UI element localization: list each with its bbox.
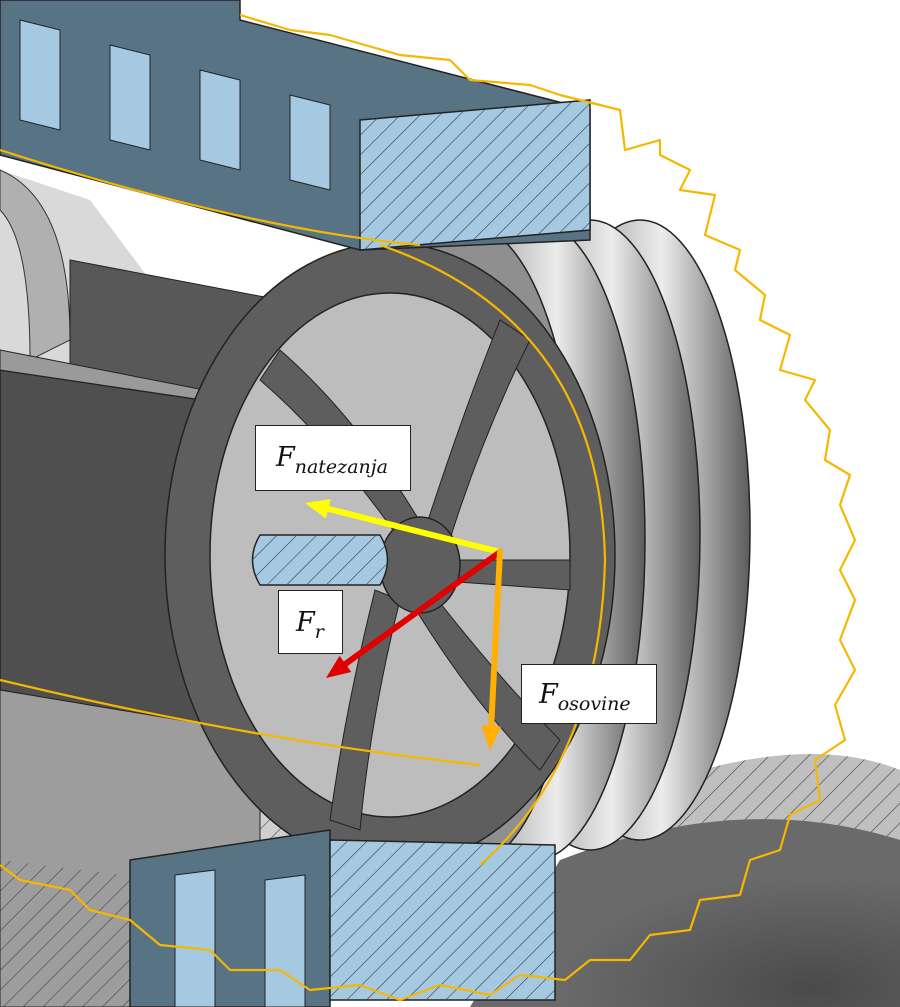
force-symbol-osovine: F (539, 679, 558, 710)
belt-outline (0, 13, 857, 1002)
force-arrows (305, 499, 503, 750)
shaft-section-hatch (252, 535, 388, 585)
arrow-shaft-osovine (488, 549, 503, 730)
force-symbol-r: F (296, 607, 315, 638)
top-rack-tooth-1 (19, 19, 61, 131)
force-subscript-natezanja: natezanja (294, 456, 388, 478)
top-rack-section-hatch (360, 100, 590, 250)
force-symbol-natezanja: F (276, 442, 295, 473)
force-subscript-osovine: osovine (557, 693, 631, 715)
pulley-face (164, 242, 616, 868)
arrow-head-natezanja (305, 499, 331, 519)
dark-floor (470, 819, 900, 1007)
belt-pulley-edge (379, 243, 607, 866)
bottom-gear-rack (129, 829, 556, 1007)
shaft-section (251, 534, 389, 586)
belt-top-edge (0, 148, 421, 247)
bottom-rack-tooth-2 (264, 874, 306, 1007)
pulley-spoke-4 (409, 589, 561, 771)
top-rack-tooth-4 (289, 94, 331, 191)
bottom-rack-section-hatch (330, 840, 555, 1000)
arrow-shaft-r (342, 549, 503, 667)
top-rack-tooth-2 (109, 44, 151, 151)
force-label-natezanja: Fnatezanja (255, 425, 411, 491)
force-label-r: Fr (278, 590, 343, 654)
bottom-rack-tooth-1 (174, 869, 216, 1007)
force-subscript-r: r (314, 621, 324, 643)
arrow-head-r (326, 655, 352, 678)
top-gear-rack (0, 0, 591, 251)
belt-bottom-edge (0, 678, 481, 767)
arrow-shaft-natezanja (325, 505, 503, 555)
force-label-osovine: Fosovine (521, 664, 657, 724)
top-rack-tooth-3 (199, 69, 241, 171)
belt-toothed-outline (0, 13, 857, 1002)
arrow-head-osovine (481, 725, 502, 750)
